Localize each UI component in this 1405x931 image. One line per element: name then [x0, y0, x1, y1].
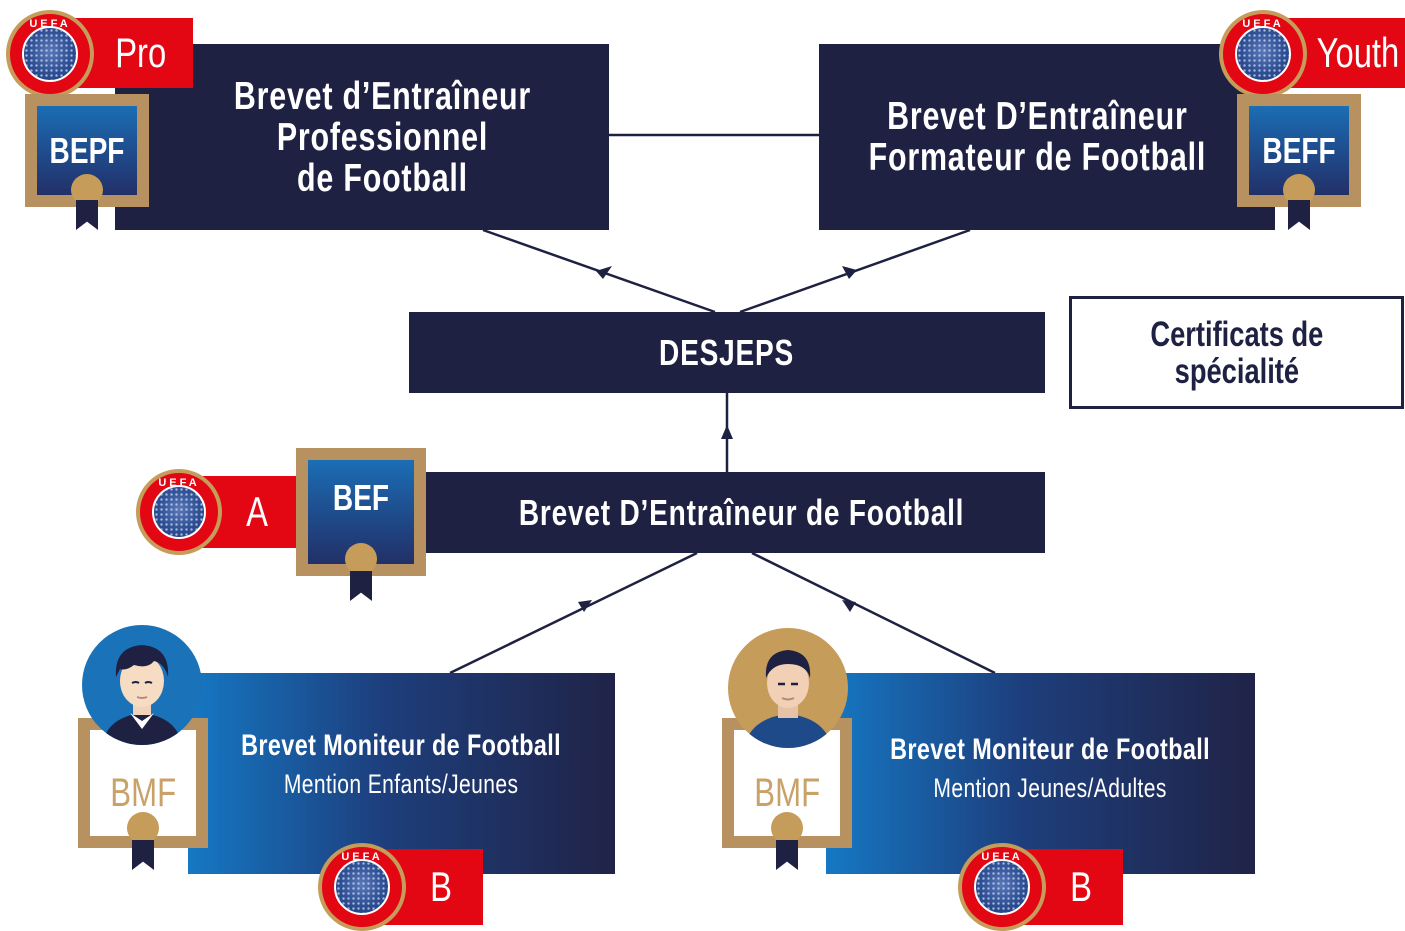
arrowhead: [578, 600, 592, 612]
bef-diploma-label: BEF: [332, 477, 390, 518]
bmf-left-diploma-label: BMF: [110, 770, 176, 815]
uefa-pro-label: Pro: [115, 29, 166, 76]
uefa-logo-text: UEFA: [29, 18, 71, 30]
bmf-left-box: Brevet Moniteur de Football Mention Enfa…: [188, 673, 615, 874]
diploma-ribbon: [132, 840, 154, 870]
uefa-logo-text: UEFA: [341, 851, 383, 863]
beff-title-line-2: Formateur de Football: [868, 136, 1206, 179]
link-bmf-left-bef: [449, 551, 698, 675]
uefa-logo: UEFA: [1219, 10, 1307, 98]
bepf-box: Brevet d’Entraîneur Professionnel de Foo…: [115, 44, 609, 230]
beff-diploma-label: BEFF: [1262, 129, 1336, 171]
certificats-line-2: spécialité: [1174, 351, 1299, 391]
link-bmf-right-bef: [751, 551, 996, 675]
diploma-seal: [771, 812, 803, 844]
bmf-right-box: Brevet Moniteur de Football Mention Jeun…: [826, 673, 1255, 874]
uefa-logo-text: UEFA: [158, 477, 200, 489]
diploma-seal: [345, 543, 377, 575]
bmf-left-title: Brevet Moniteur de Football: [241, 729, 562, 762]
uefa-logo: UEFA: [318, 843, 406, 931]
diploma-ribbon: [776, 840, 798, 870]
uefa-logo-text: UEFA: [981, 851, 1023, 863]
uefa-youth-label: Youth: [1316, 29, 1399, 76]
bepf-title-line-3: de Football: [296, 156, 468, 200]
certificats-box: Certificats de spécialité: [1069, 296, 1404, 409]
uefa-b-label: B: [430, 863, 453, 910]
uefa-b-label: B: [1070, 863, 1093, 910]
bef-box: Brevet D’Entraîneur de Football: [409, 472, 1045, 553]
beff-box: Brevet D’Entraîneur Formateur de Footbal…: [819, 44, 1275, 230]
uefa-logo: UEFA: [958, 843, 1046, 931]
arrowhead: [721, 425, 733, 439]
arrowhead: [842, 600, 856, 612]
uefa-logo: UEFA: [6, 10, 94, 98]
bepf-title-line-2: Professionnel: [276, 115, 488, 159]
desjeps-label: DESJEPS: [659, 331, 795, 373]
desjeps-box: DESJEPS: [409, 312, 1045, 393]
diploma-seal: [127, 812, 159, 844]
bepf-diploma-label: BEPF: [49, 129, 125, 171]
uefa-logo-text: UEFA: [1242, 18, 1284, 30]
arrowhead: [596, 266, 612, 279]
bef-label: Brevet D’Entraîneur de Football: [519, 491, 965, 533]
coach-avatar-young: [82, 625, 202, 745]
uefa-logo: UEFA: [136, 469, 222, 555]
certificats-line-1: Certificats de: [1150, 314, 1323, 354]
beff-title-line-1: Brevet D’Entraîneur: [886, 95, 1188, 138]
bepf-title-line-1: Brevet d’Entraîneur: [233, 74, 531, 118]
arrowhead: [842, 266, 857, 279]
bmf-left-mention: Mention Enfants/Jeunes: [284, 769, 519, 799]
bmf-right-diploma-label: BMF: [754, 770, 820, 815]
coach-avatar-adult: [728, 628, 848, 748]
bmf-right-title: Brevet Moniteur de Football: [890, 733, 1211, 766]
beff-diploma: BEFF: [1237, 94, 1361, 207]
diploma-ribbon: [1288, 200, 1310, 230]
bef-diploma: BEF: [296, 448, 426, 576]
bmf-right-mention: Mention Jeunes/Adultes: [933, 773, 1168, 803]
diploma-ribbon: [76, 200, 98, 230]
uefa-a-label: A: [246, 488, 269, 535]
diploma-ribbon: [350, 571, 372, 601]
